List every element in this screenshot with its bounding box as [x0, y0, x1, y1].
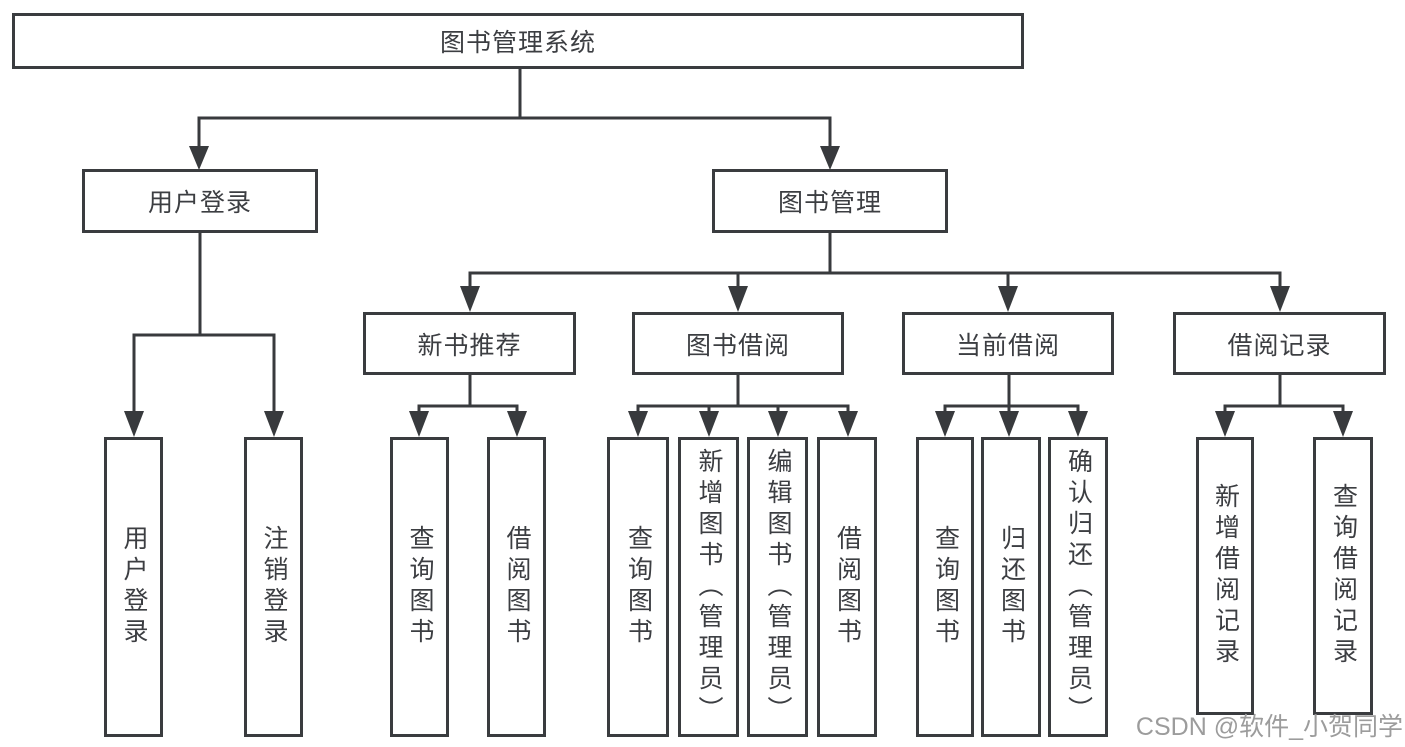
leaf-borrow-books-recommend-label: 借阅图书	[503, 525, 531, 649]
connectors-records-branch	[1215, 375, 1353, 437]
connectors-newbook-branch	[409, 375, 527, 437]
leaf-add-book-admin-label: 新增图书（管理员）	[695, 447, 723, 727]
csdn-watermark: CSDN @软件_小贺同学	[1135, 713, 1403, 741]
node-root-label: 图书管理系统	[439, 29, 596, 57]
node-book-management-label: 图书管理	[777, 189, 882, 217]
leaf-return-books-label: 归还图书	[997, 525, 1026, 649]
leaf-query-books-recommend: 查询图书	[390, 437, 449, 737]
node-user-login-group: 用户登录	[82, 169, 318, 233]
leaf-query-books-current-label: 查询图书	[931, 525, 960, 649]
leaf-query-books-current: 查询图书	[916, 437, 974, 737]
leaf-user-login-label: 用户登录	[120, 525, 148, 649]
leaf-logout-label: 注销登录	[260, 525, 288, 649]
node-user-login-group-label: 用户登录	[147, 189, 252, 217]
leaf-borrow-books-recommend: 借阅图书	[487, 437, 546, 737]
node-borrow-records: 借阅记录	[1173, 312, 1386, 375]
node-book-borrow: 图书借阅	[632, 312, 844, 375]
leaf-return-books: 归还图书	[981, 437, 1041, 737]
connectors-manage-to-level3	[460, 233, 1290, 312]
leaf-add-book-admin: 新增图书（管理员）	[678, 437, 739, 737]
leaf-user-login: 用户登录	[104, 437, 163, 737]
leaf-confirm-return-admin: 确认归还（管理员）	[1048, 437, 1108, 737]
node-borrow-records-label: 借阅记录	[1227, 331, 1332, 360]
node-new-book-recommend-label: 新书推荐	[417, 331, 522, 360]
leaf-query-borrow-record: 查询借阅记录	[1313, 437, 1373, 715]
leaf-borrow-books-label: 借阅图书	[833, 525, 862, 649]
leaf-add-borrow-record-label: 新增借阅记录	[1211, 483, 1240, 669]
leaf-confirm-return-admin-label: 确认归还（管理员）	[1064, 447, 1093, 727]
leaf-query-books-borrow-label: 查询图书	[624, 525, 653, 649]
connectors-root-to-level2	[189, 69, 840, 170]
connectors-currentborrow-branch	[935, 375, 1088, 437]
node-book-borrow-label: 图书借阅	[685, 331, 790, 360]
connectors-bookborrow-branch	[628, 375, 858, 437]
leaf-query-books-recommend-label: 查询图书	[406, 525, 434, 649]
node-current-borrow-label: 当前借阅	[955, 331, 1060, 360]
leaf-query-books-borrow: 查询图书	[607, 437, 669, 737]
leaf-edit-book-admin: 编辑图书（管理员）	[747, 437, 808, 737]
node-book-management: 图书管理	[712, 169, 948, 233]
leaf-query-borrow-record-label: 查询借阅记录	[1329, 483, 1358, 669]
node-new-book-recommend: 新书推荐	[363, 312, 576, 375]
node-current-borrow: 当前借阅	[902, 312, 1114, 375]
leaf-edit-book-admin-label: 编辑图书（管理员）	[764, 447, 792, 727]
leaf-add-borrow-record: 新增借阅记录	[1196, 437, 1254, 715]
node-root-library-system: 图书管理系统	[12, 13, 1024, 69]
leaf-logout: 注销登录	[244, 437, 303, 737]
leaf-borrow-books: 借阅图书	[817, 437, 877, 737]
connectors-login-branch	[124, 233, 284, 437]
